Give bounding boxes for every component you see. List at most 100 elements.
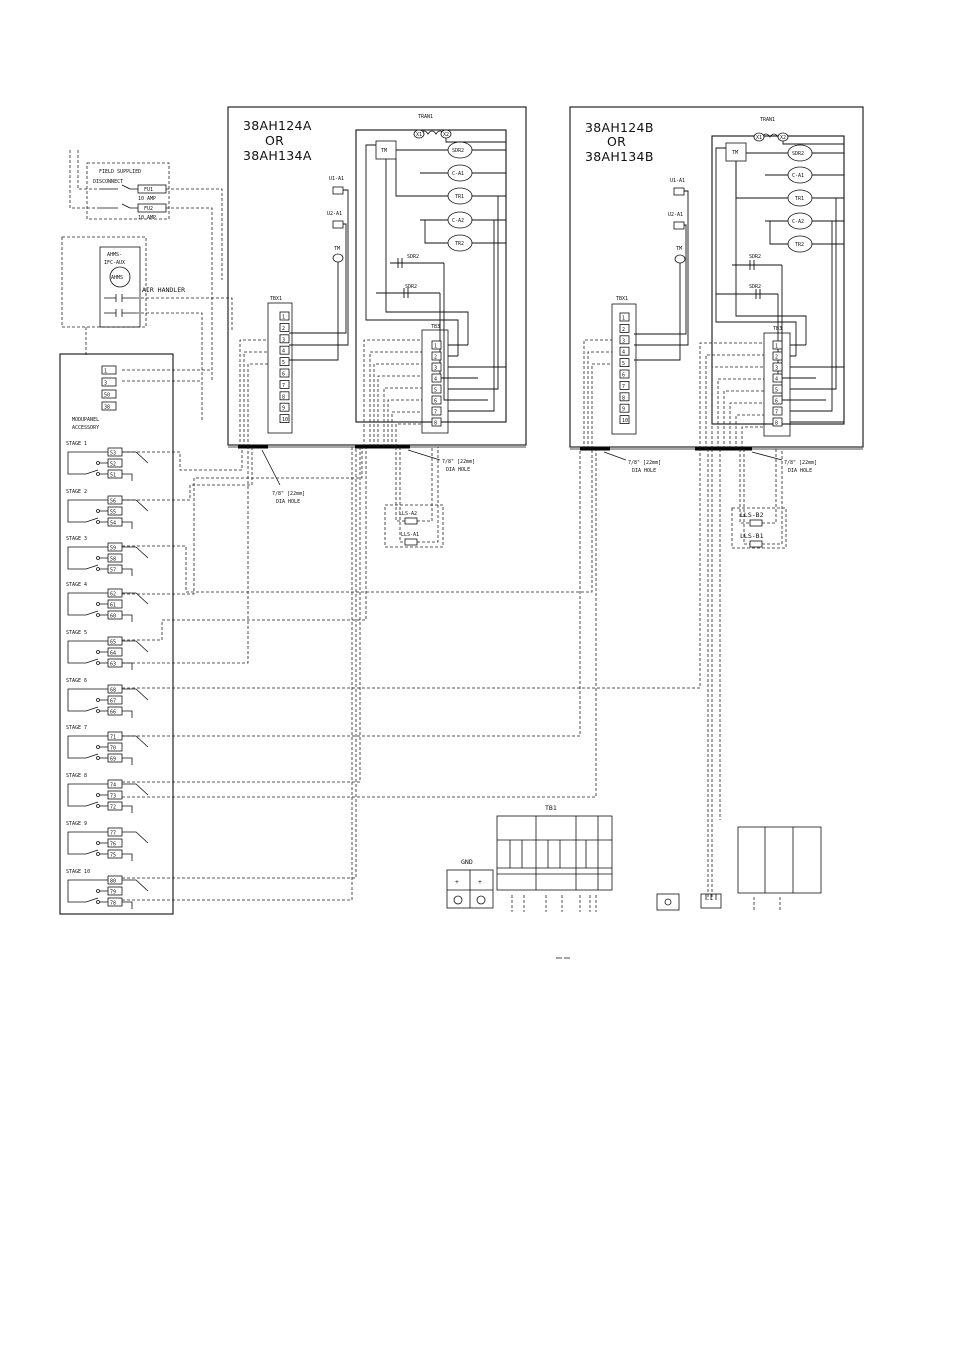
unit-b-tb3-terminal-2: 2 (775, 355, 778, 361)
unit-b-tbx1-terminal-box (619, 392, 630, 402)
unit-a-tbx1-terminal-10: 10 (282, 417, 288, 423)
unit-a-tb3-terminal-box (431, 417, 442, 427)
stage-contact (96, 520, 100, 524)
stage-contact (96, 709, 100, 713)
unit-b-tb3-terminal-7: 7 (775, 410, 778, 416)
unit-a-tb3-terminal-box (431, 351, 442, 361)
modupanel-terminal-38: 38 (104, 405, 110, 411)
stage-contact (96, 841, 100, 845)
unit-a-tm-label: TM (381, 148, 387, 154)
unit-a-u1-switch (332, 186, 344, 195)
air-handler-outer (61, 236, 147, 328)
unit-a-tbx1-terminal-5: 5 (282, 360, 285, 366)
unit-b-x1: X1 (756, 135, 762, 141)
unit-a-tbx1-terminal-2: 2 (282, 326, 285, 332)
stage-contact (96, 745, 100, 749)
stage-5-terminal-64: 64 (110, 651, 116, 657)
unit-a-tr1-label: TR1 (455, 194, 464, 200)
stage-4-switch (67, 592, 149, 622)
unit-b-tb3 (763, 332, 791, 437)
unit-b-u1-switch (673, 187, 685, 196)
unit-b-tbx1-terminal-3: 3 (622, 338, 625, 344)
unit-b-tm-coil-label: TM (676, 246, 682, 252)
stage-contact (96, 509, 100, 513)
stage-contact (96, 852, 100, 856)
unit-b-ca1-label: C-A1 (792, 173, 804, 179)
stage-contact (96, 613, 100, 617)
unit-a-tbx1-terminal-box (279, 391, 290, 401)
stage-1-terminal-53: 53 (110, 451, 116, 457)
ahms-coil (109, 266, 131, 288)
unit-a-tbx1-terminal-8: 8 (282, 394, 285, 400)
stage-2-terminal-56: 56 (110, 499, 116, 505)
interconnect-wiring (122, 339, 764, 901)
stage-2-label: STAGE 2 (66, 489, 87, 495)
stage-contact (96, 461, 100, 465)
stage-contact (96, 472, 100, 476)
stage-contact (96, 793, 100, 797)
stage-9-label: STAGE 9 (66, 821, 87, 827)
unit-b-tb3-label: TB3 (773, 326, 782, 332)
unit-a-x1: X1 (416, 132, 422, 138)
unit-b-tr1-label: TR1 (795, 196, 804, 202)
modupanel-top-terminal-box (101, 365, 117, 375)
ahms-label-1: AHMS- (107, 252, 122, 258)
stage-1-terminal-52: 52 (110, 462, 116, 468)
svg-text:+: + (455, 878, 459, 886)
unit-a-u2-label: U2-A1 (327, 211, 342, 217)
unit-b-tbx1-terminal-5: 5 (622, 361, 625, 367)
unit-b-tb3-terminal-box (772, 384, 783, 394)
unit-b-tb3-terminal-8: 8 (775, 421, 778, 427)
stage-1-switch (67, 451, 149, 481)
stage-3-label: STAGE 3 (66, 536, 87, 542)
unit-a-tb3-terminal-box (431, 362, 442, 372)
stage-8-terminal-74: 74 (110, 783, 116, 789)
stage-7-terminal-70: 70 (110, 746, 116, 752)
gnd-lug-2 (476, 895, 486, 905)
bottom-lug-a (656, 893, 680, 911)
unit-b-sdr2-contact-label-1: SDR2 (749, 254, 761, 260)
field-disconnect: FIELD SUPPLIED DISCONNECT FU1 10 AMP FU2… (69, 150, 223, 380)
stage-6-switch (67, 688, 149, 718)
unit-a-tb3-terminal-6: 6 (434, 399, 437, 405)
unit-a: 38AH124A OR 38AH134A TRAN1 X1 X2 TM SDR2… (227, 106, 527, 548)
unit-b-tbx1-terminal-box (619, 369, 630, 379)
unit-a-tbx1-terminal-box (279, 357, 290, 367)
unit-a-tbx1-terminal-box (279, 379, 290, 389)
unit-b-u1-label: U1-A1 (670, 178, 685, 184)
unit-b-tb3-terminal-box (772, 351, 783, 361)
unit-a-lls-a1-label: LLS-A1 (401, 532, 419, 538)
unit-a-tbx1-terminal-box (279, 311, 290, 321)
unit-a-enclosure (227, 106, 527, 446)
svg-text:+: + (478, 878, 482, 886)
stage-5-terminal-63: 63 (110, 662, 116, 668)
fuse-fu2-rating: 10 AMP (138, 215, 156, 221)
modupanel-terminal-50: 50 (104, 393, 110, 399)
tb1-block: TB1 GND ++ (446, 804, 822, 959)
ahms-coil-label: AHMS (111, 275, 123, 281)
stage-6-label: STAGE 6 (66, 678, 87, 684)
unit-b-tran-label: TRAN1 (760, 117, 775, 123)
unit-b-ca2-label: C-A2 (792, 219, 804, 225)
stage-contact (96, 650, 100, 654)
unit-a-tb3-terminal-box (431, 395, 442, 405)
unit-a-tbx1-terminal-9: 9 (282, 406, 285, 412)
unit-b-tm-coil (674, 254, 686, 264)
unit-b-tbx1-terminal-box (619, 323, 630, 333)
stage-3-switch (67, 546, 149, 576)
unit-a-tb3-terminal-8: 8 (434, 421, 437, 427)
unit-a-ca1-label: C-A1 (452, 171, 464, 177)
stage-contact (96, 602, 100, 606)
ahms-label-2: IFC-AUX (104, 260, 125, 266)
stage-9-terminal-76: 76 (110, 842, 116, 848)
air-handler: AHMS- IFC-AUX AHMS AIR HANDLER (61, 236, 233, 420)
unit-a-tbx1-terminal-box (279, 402, 290, 412)
stage-7-label: STAGE 7 (66, 725, 87, 731)
unit-a-ca2-label: C-A2 (452, 218, 464, 224)
unit-a-control-frame (355, 129, 507, 423)
unit-b-hole2-text: DIA HOLE (632, 468, 656, 474)
